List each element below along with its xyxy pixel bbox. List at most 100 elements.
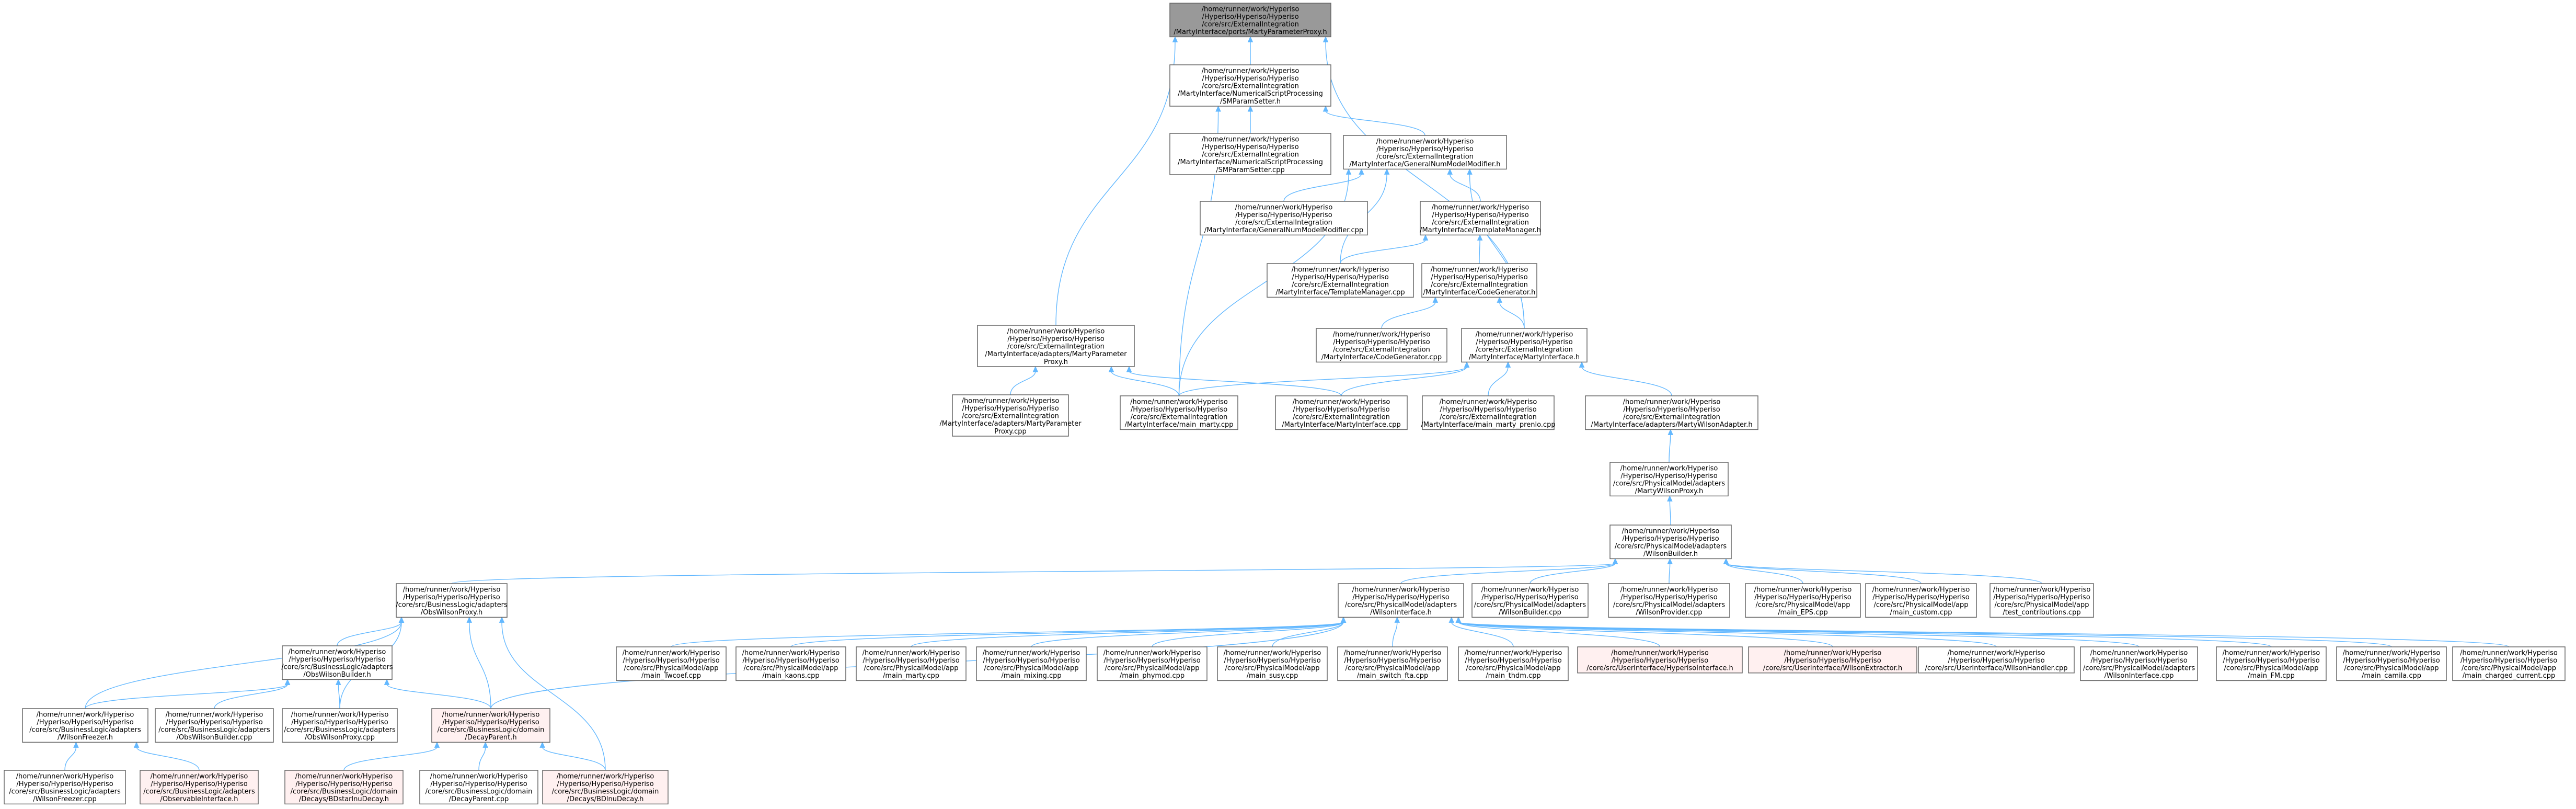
- edge-arrowhead: [1359, 168, 1364, 175]
- dependency-edge: [1400, 563, 1616, 584]
- graph-node[interactable]: /home/runner/work/Hyperiso/Hyperiso/Hype…: [282, 708, 398, 743]
- dependency-edge: [1341, 367, 1467, 396]
- graph-node[interactable]: /home/runner/work/Hyperiso/Hyperiso/Hype…: [2080, 646, 2198, 681]
- graph-node[interactable]: /home/runner/work/Hyperiso/Hyperiso/Hype…: [1275, 395, 1408, 430]
- node-label-line: /home/runner/work/Hyperiso: [289, 648, 386, 656]
- dependency-edge: [1669, 563, 1671, 584]
- node-label-line: /Hyperiso/Hyperiso/Hyperiso: [1476, 338, 1572, 346]
- node-label-line: /Hyperiso/Hyperiso/Hyperiso: [37, 719, 133, 726]
- graph-node[interactable]: /home/runner/work/Hyperiso/Hyperiso/Hype…: [1865, 583, 1977, 618]
- graph-node[interactable]: /home/runner/work/Hyperiso/Hyperiso/Hype…: [1267, 263, 1414, 298]
- graph-node[interactable]: /home/runner/work/Hyperiso/Hyperiso/Hype…: [281, 645, 393, 680]
- graph-node[interactable]: /home/runner/work/Hyperiso/Hyperiso/Hype…: [1748, 646, 1917, 674]
- graph-node[interactable]: /home/runner/work/Hyperiso/Hyperiso/Hype…: [735, 646, 846, 681]
- graph-node[interactable]: /home/runner/work/Hyperiso/Hyperiso/Hype…: [977, 325, 1135, 367]
- dependency-edge: [1031, 621, 1344, 647]
- node-label-line: /MartyInterface/TemplateManager.cpp: [1275, 289, 1405, 297]
- dependency-edge: [1152, 621, 1344, 647]
- graph-node[interactable]: /home/runner/work/Hyperiso/Hyperiso/Hype…: [1608, 583, 1730, 618]
- node-box: [977, 325, 1135, 367]
- edge-arrowhead: [1455, 617, 1462, 623]
- node-label-line: /home/runner/work/Hyperiso: [1620, 586, 1718, 594]
- node-label-line: /WilsonBuilder.h: [1643, 550, 1698, 558]
- node-label-line: /Hyperiso/Hyperiso/Hyperiso: [1103, 657, 1200, 665]
- edge-arrowhead: [482, 742, 488, 748]
- graph-node[interactable]: /home/runner/work/Hyperiso/Hyperiso/Hype…: [1585, 395, 1758, 430]
- node-label-line: /Hyperiso/Hyperiso/Hyperiso: [1465, 657, 1561, 665]
- graph-node[interactable]: /home/runner/work/Hyperiso/Hyperiso/Hype…: [1609, 525, 1732, 560]
- edge-arrowhead: [1448, 617, 1455, 623]
- graph-node[interactable]: /home/runner/work/Hyperiso/Hyperiso/Hype…: [1420, 201, 1541, 236]
- edge-arrowhead: [1247, 36, 1254, 42]
- graph-node[interactable]: /home/runner/work/Hyperiso/Hyperiso/Hype…: [1316, 328, 1447, 363]
- node-label-line: /Hyperiso/Hyperiso/Hyperiso: [1440, 406, 1536, 414]
- node-label-line: /MartyInterface/MartyInterface.cpp: [1282, 421, 1401, 429]
- node-label-line: /core/src/PhysicalModel/adapters: [1613, 480, 1725, 488]
- graph-node[interactable]: /home/runner/work/Hyperiso/Hyperiso/Hype…: [1097, 646, 1208, 681]
- dependency-edge: [1669, 500, 1671, 526]
- graph-node[interactable]: /home/runner/work/Hyperiso/Hyperiso/Hype…: [1421, 395, 1556, 430]
- graph-node[interactable]: /home/runner/work/Hyperiso/Hyperiso/Hype…: [1745, 583, 1861, 618]
- dependency-edge: [386, 684, 491, 709]
- graph-node[interactable]: /home/runner/work/Hyperiso/Hyperiso/Hype…: [4, 770, 126, 805]
- graph-node[interactable]: /home/runner/work/Hyperiso/Hyperiso/Hype…: [1217, 646, 1328, 681]
- graph-node[interactable]: /home/runner/work/Hyperiso/Hyperiso/Hype…: [1918, 646, 2075, 674]
- graph-node[interactable]: /home/runner/work/Hyperiso/Hyperiso/Hype…: [616, 646, 727, 681]
- graph-node[interactable]: /home/runner/work/Hyperiso/Hyperiso/Hype…: [2216, 646, 2327, 681]
- graph-node[interactable]: /home/runner/work/Hyperiso/Hyperiso/Hype…: [2336, 646, 2447, 681]
- graph-node[interactable]: /home/runner/work/Hyperiso/Hyperiso/Hype…: [155, 708, 274, 743]
- node-label-line: /home/runner/work/Hyperiso: [1202, 67, 1300, 75]
- graph-node[interactable]: /home/runner/work/Hyperiso/Hyperiso/Hype…: [431, 708, 550, 743]
- edge-arrowhead: [1394, 617, 1400, 623]
- dependency-edge: [1458, 621, 1997, 647]
- graph-node[interactable]: /home/runner/work/Hyperiso/Hyperiso/Hype…: [542, 770, 669, 805]
- node-label-line: /home/runner/work/Hyperiso: [862, 649, 960, 657]
- graph-node[interactable]: /home/runner/work/Hyperiso/Hyperiso/Hype…: [22, 708, 148, 743]
- node-label-line: /Hyperiso/Hyperiso/Hyperiso: [1612, 657, 1708, 665]
- graph-node[interactable]: /home/runner/work/Hyperiso/Hyperiso/Hype…: [1577, 646, 1743, 674]
- graph-node[interactable]: /home/runner/work/Hyperiso/Hyperiso/Hype…: [976, 646, 1087, 681]
- graph-node[interactable]: /home/runner/work/Hyperiso/Hyperiso/Hype…: [1343, 135, 1507, 170]
- node-label-line: /Hyperiso/Hyperiso/Hyperiso: [1754, 594, 1851, 601]
- graph-node[interactable]: /home/runner/work/Hyperiso/Hyperiso/Hype…: [1120, 395, 1238, 430]
- node-label-line: /Hyperiso/Hyperiso/Hyperiso: [1352, 594, 1449, 601]
- node-box: [2452, 646, 2566, 681]
- graph-node[interactable]: /home/runner/work/Hyperiso/Hyperiso/Hype…: [396, 583, 508, 618]
- graph-node[interactable]: /home/runner/work/Hyperiso/Hyperiso/Hype…: [1990, 583, 2094, 618]
- graph-node[interactable]: /home/runner/work/Hyperiso/Hyperiso/Hype…: [1458, 646, 1569, 681]
- dependency-edge: [1469, 174, 1525, 329]
- edge-arrowhead: [1126, 366, 1132, 372]
- dependency-edge: [1283, 174, 1362, 202]
- graph-node[interactable]: /home/runner/work/Hyperiso/Hyperiso/Hype…: [1461, 328, 1588, 363]
- node-label-line: /Hyperiso/Hyperiso/Hyperiso: [1131, 406, 1227, 414]
- nodes-layer: /home/runner/work/Hyperiso/Hyperiso/Hype…: [4, 3, 2566, 805]
- graph-node[interactable]: /home/runner/work/Hyperiso/Hyperiso/Hype…: [1169, 64, 1331, 107]
- edge-arrowhead: [1032, 366, 1039, 372]
- graph-node[interactable]: /home/runner/work/Hyperiso/Hyperiso/Hype…: [856, 646, 967, 681]
- node-label-line: /home/runner/work/Hyperiso: [430, 772, 528, 780]
- graph-node[interactable]: /home/runner/work/Hyperiso/Hyperiso/Hype…: [140, 770, 259, 805]
- graph-node[interactable]: /home/runner/work/Hyperiso/Hyperiso/Hype…: [1421, 263, 1537, 298]
- node-label-line: /MartyInterface/GeneralNumModelModifier.…: [1350, 161, 1501, 168]
- dependency-edge: [1669, 434, 1671, 463]
- graph-node[interactable]: /home/runner/work/Hyperiso/Hyperiso/Hype…: [1471, 583, 1589, 618]
- node-label-line: /home/runner/work/Hyperiso: [1376, 138, 1474, 145]
- node-label-line: /Hyperiso/Hyperiso/Hyperiso: [1784, 657, 1881, 665]
- graph-node[interactable]: /home/runner/work/Hyperiso/Hyperiso/Hype…: [419, 770, 538, 805]
- graph-node[interactable]: /home/runner/work/Hyperiso/Hyperiso/Hype…: [939, 394, 1082, 437]
- graph-node[interactable]: /home/runner/work/Hyperiso/Hyperiso/Hype…: [1338, 583, 1464, 618]
- node-label-line: /ObsWilsonProxy.cpp: [305, 734, 375, 742]
- node-label-line: /ObsWilsonProxy.h: [421, 609, 483, 617]
- graph-node[interactable]: /home/runner/work/Hyperiso/Hyperiso/Hype…: [1337, 646, 1448, 681]
- graph-node[interactable]: /home/runner/work/Hyperiso/Hyperiso/Hype…: [2452, 646, 2566, 681]
- graph-node[interactable]: /home/runner/work/Hyperiso/Hyperiso/Hype…: [284, 770, 404, 805]
- node-box: [419, 770, 538, 805]
- node-label-line: /home/runner/work/Hyperiso: [166, 711, 263, 719]
- node-box: [140, 770, 259, 805]
- edge-arrowhead: [1247, 105, 1254, 112]
- graph-node[interactable]: /home/runner/work/Hyperiso/Hyperiso/Hype…: [1200, 201, 1368, 236]
- graph-node[interactable]: /home/runner/work/Hyperiso/Hyperiso/Hype…: [1609, 462, 1729, 497]
- graph-node[interactable]: /home/runner/work/Hyperiso/Hyperiso/Hype…: [1169, 133, 1331, 175]
- node-label-line: /home/runner/work/Hyperiso: [1431, 266, 1528, 274]
- node-label-line: /home/runner/work/Hyperiso: [2343, 649, 2441, 657]
